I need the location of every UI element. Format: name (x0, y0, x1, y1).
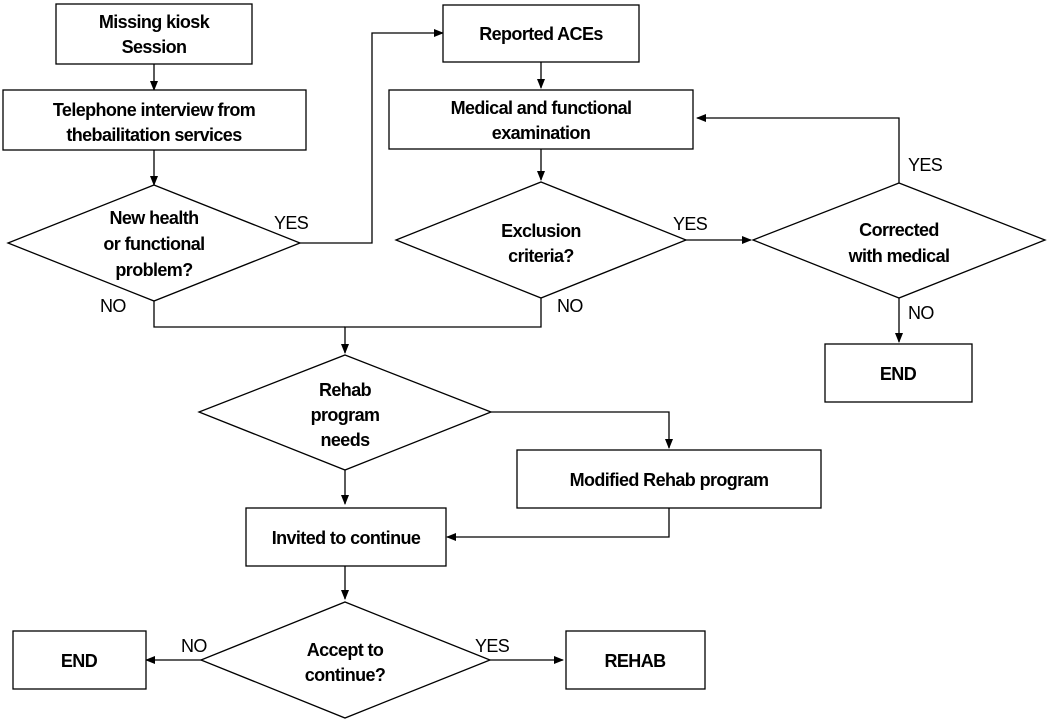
node-medical-exam-line-2: examination (492, 123, 590, 143)
node-rehab-program-needs: Rehab program needs (197, 354, 493, 471)
node-rehab-program-needs-line-2: program (311, 405, 380, 425)
node-reported-aces: Reported ACEs (442, 4, 640, 63)
node-missing-kiosk: Missing kiosk Session (55, 3, 253, 65)
node-telephone-interview-line-1: Telephone interview from (53, 100, 255, 120)
label-new-health-no: NO (100, 296, 126, 316)
label-exclusion-no: NO (557, 296, 583, 316)
node-rehab-program-needs-line-3: needs (320, 430, 370, 450)
node-missing-kiosk-line-2: Session (122, 37, 187, 57)
edge-rehab-needs-right (491, 411, 673, 449)
node-corrected-medical: Corrected with medical (751, 182, 1047, 299)
node-rehab: REHAB (565, 630, 706, 690)
label-corrected-no: NO (908, 303, 934, 323)
node-new-health-problem-line-2: or functional (103, 234, 204, 254)
node-telephone-interview: Telephone interview from thebailitation … (2, 89, 307, 151)
node-corrected-medical-line-2: with medical (848, 246, 950, 266)
node-invited-to-continue-label: Invited to continue (272, 528, 421, 548)
node-rehab-program-needs-line-1: Rehab (319, 380, 372, 400)
node-modified-rehab-program-label: Modified Rehab program (570, 470, 769, 490)
edge-corrected-yes (696, 114, 900, 183)
node-medical-exam-line-1: Medical and functional (451, 98, 632, 118)
label-corrected-yes: YES (908, 155, 943, 175)
edge-new-health-yes (300, 29, 444, 244)
node-end-left-label: END (61, 651, 98, 671)
node-exclusion-criteria-line-1: Exclusion (501, 221, 581, 241)
node-exclusion-criteria-line-2: criteria? (508, 246, 574, 266)
label-accept-no: NO (181, 636, 207, 656)
node-new-health-problem-line-3: problem? (115, 260, 192, 280)
node-modified-rehab-program: Modified Rehab program (516, 449, 822, 509)
node-accept-to-continue-line-1: Accept to (307, 640, 384, 660)
node-end-left: END (12, 630, 147, 690)
node-new-health-problem-line-1: New health (109, 208, 198, 228)
label-exclusion-yes: YES (673, 214, 708, 234)
node-corrected-medical-line-1: Corrected (859, 220, 939, 240)
node-exclusion-criteria: Exclusion criteria? (394, 181, 688, 299)
node-telephone-interview-line-2: thebailitation services (66, 125, 242, 145)
node-medical-exam: Medical and functional examination (388, 89, 694, 150)
node-reported-aces-label: Reported ACEs (479, 24, 603, 44)
node-rehab-label: REHAB (604, 651, 666, 671)
connectors (145, 29, 903, 664)
edge-exclusion-no (341, 298, 542, 354)
edge-new-health-no (153, 301, 345, 328)
node-accept-to-continue: Accept to continue? (199, 601, 492, 719)
node-end-right: END (824, 343, 973, 403)
edge-modified-to-invited (446, 508, 670, 541)
node-accept-to-continue-line-2: continue? (305, 665, 386, 685)
node-end-right-label: END (880, 364, 917, 384)
node-invited-to-continue: Invited to continue (245, 507, 447, 567)
label-accept-yes: YES (475, 636, 510, 656)
node-new-health-problem: New health or functional problem? (6, 184, 302, 302)
node-missing-kiosk-line-1: Missing kiosk (99, 12, 211, 32)
label-new-health-yes: YES (274, 213, 309, 233)
